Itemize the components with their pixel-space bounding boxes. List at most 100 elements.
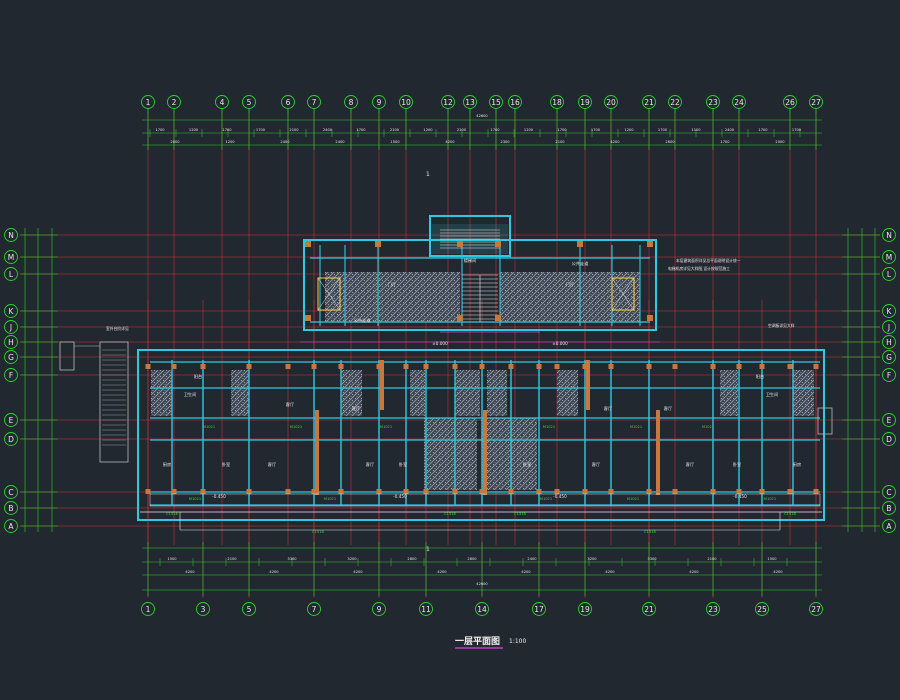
column	[403, 489, 409, 494]
axis-bubble-top-circle	[508, 95, 522, 109]
axis-bubble-top-circle	[668, 95, 682, 109]
column	[495, 241, 501, 247]
axis-bubble-right-circle	[882, 267, 896, 281]
axis-bubble-top-circle	[441, 95, 455, 109]
core-wall	[303, 239, 657, 331]
dimension-value-bottom: 4200	[269, 570, 279, 574]
hatch-area	[151, 370, 172, 416]
section-mark-bottom: 1	[426, 546, 430, 553]
room-label: 阳台	[194, 373, 202, 380]
axis-bubble-right-label: E	[887, 416, 892, 425]
axis-bubble-bottom-label: 11	[421, 605, 431, 614]
dimension-value-top: 4200	[445, 140, 455, 144]
dimension-value-bottom: 4200	[689, 570, 699, 574]
column	[647, 241, 653, 247]
dimension-value-top: 2000	[775, 140, 785, 144]
elevation-mark: -0.450	[733, 494, 747, 499]
column	[787, 364, 793, 369]
axis-bubble-left-label: A	[8, 522, 14, 531]
axis-bubble-top-circle	[489, 95, 503, 109]
axis-bubble-bottom-label: 14	[477, 605, 487, 614]
window-tag: C1518	[166, 512, 178, 516]
column	[305, 241, 311, 247]
axis-bubble-bottom-circle	[242, 602, 256, 616]
axis-bubble-top-label: 8	[349, 98, 354, 107]
axis-bubble-top-label: 7	[312, 98, 317, 107]
axis-bubble-right-label: K	[887, 307, 893, 316]
column	[246, 489, 252, 494]
room-label: 卫生间	[766, 391, 779, 398]
dimension-value-top: 2400	[323, 128, 333, 132]
hatch-area	[410, 370, 425, 416]
door-tag: M1021	[203, 425, 215, 429]
dimension-value-bottom: 2800	[407, 557, 417, 561]
axis-bubble-right-label: M	[886, 253, 892, 262]
door-tag: M1021	[324, 497, 336, 501]
axis-bubble-top-label: 10	[401, 98, 411, 107]
dimension-value-bottom: 3300	[287, 557, 297, 561]
axis-bubble-top-circle	[578, 95, 592, 109]
axis-bubble-left-circle	[4, 432, 18, 446]
dimension-value-top: 2600	[665, 140, 675, 144]
column	[672, 364, 678, 369]
room-label: 客厅	[366, 461, 374, 468]
axis-bubble-top-circle	[604, 95, 618, 109]
axis-bubble-left-label: M	[8, 253, 14, 262]
axis-bubble-right-circle	[882, 250, 896, 264]
dimension-value-bottom: 3200	[347, 557, 357, 561]
axis-bubble-top-circle	[344, 95, 358, 109]
column	[608, 489, 614, 494]
axis-bubble-top-label: 6	[286, 98, 291, 107]
column	[200, 364, 206, 369]
dimension-value-top: 1700	[256, 128, 266, 132]
dimension-value-top: 1200	[624, 128, 634, 132]
axis-bubble-top-label: 19	[580, 98, 590, 107]
dimension-value-top: 2300	[500, 140, 510, 144]
column	[452, 364, 458, 369]
dimension-value-top: 1700	[658, 128, 668, 132]
axis-bubble-top-label: 5	[247, 98, 252, 107]
axis-bubble-top-circle	[167, 95, 181, 109]
hatch-area	[557, 370, 578, 416]
axis-bubble-right-label: L	[887, 270, 892, 279]
axis-bubble-top-label: 4	[220, 98, 225, 107]
door-tag: M1021	[702, 425, 714, 429]
dimension-value-top: 2400	[280, 140, 290, 144]
column	[787, 489, 793, 494]
dimension-value-top: 1200	[225, 140, 235, 144]
column	[710, 364, 716, 369]
hatch-area	[231, 370, 249, 416]
dimension-value-top: 2100	[289, 128, 299, 132]
stair-top-wall	[429, 215, 511, 257]
hatch-area	[487, 370, 507, 416]
axis-bubble-bottom-circle	[141, 602, 155, 616]
column	[672, 489, 678, 494]
axis-bubble-top-circle	[242, 95, 256, 109]
column	[457, 315, 463, 321]
axis-bubble-top-circle	[809, 95, 823, 109]
dimension-value-top: 2100	[555, 140, 565, 144]
dimension-value-bottom: 2100	[227, 557, 237, 561]
room-label: 卧室	[523, 461, 531, 468]
column	[710, 489, 716, 494]
axis-bubble-bottom-label: 17	[534, 605, 544, 614]
dimension-value-top: 1700	[222, 128, 232, 132]
note-right: 空调板详见大样	[768, 323, 795, 328]
axis-bubble-bottom-circle	[475, 602, 489, 616]
plan-walls	[59, 215, 833, 531]
column	[647, 315, 653, 321]
dimension-lines	[20, 108, 880, 596]
axis-bubble-left-label: K	[9, 307, 15, 316]
axis-bubble-left-label: C	[8, 488, 13, 497]
room-label: 楼梯间	[464, 257, 477, 264]
balcony-band	[149, 493, 821, 507]
dimension-value-top: 1200	[189, 128, 199, 132]
dimension-value-top: 1700	[356, 128, 366, 132]
column-strip	[483, 410, 487, 495]
column	[452, 489, 458, 494]
axis-bubble-bottom-circle	[196, 602, 210, 616]
